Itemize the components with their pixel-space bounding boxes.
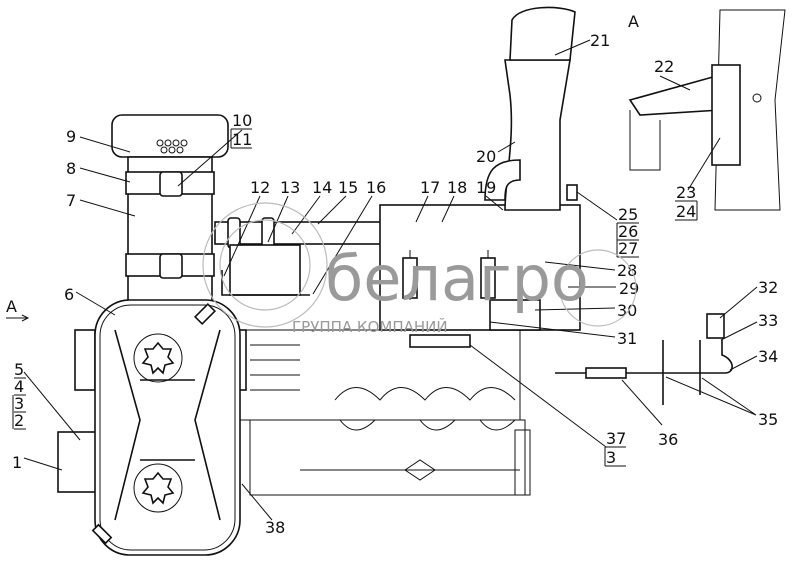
muffler: [379, 204, 581, 348]
filter-housing: [57, 299, 247, 556]
callout-26: 26: [618, 222, 638, 241]
air-filter: [111, 114, 229, 308]
view-arrow: [6, 314, 30, 322]
view-a-detail: [628, 9, 786, 211]
callout-7: 7: [66, 191, 76, 210]
callout-28: 28: [617, 261, 637, 280]
view-marker-detail: A: [628, 12, 639, 31]
callout-29: 29: [619, 279, 639, 298]
callout-33: 33: [758, 311, 778, 330]
callout-20: 20: [476, 147, 496, 166]
callout-4: 4: [14, 377, 24, 396]
sensor-bracket: [555, 313, 733, 405]
callout-17: 17: [420, 178, 440, 197]
callout-25: 25: [618, 205, 638, 224]
callout-15: 15: [338, 178, 358, 197]
callout-34: 34: [758, 347, 778, 366]
callout-11: 11: [232, 130, 252, 149]
callout-2: 2: [14, 411, 24, 430]
callout-21: 21: [590, 31, 610, 50]
watermark-subtitle: ГРУППА КОМПАНИЙ: [292, 317, 448, 336]
callout-27: 27: [618, 239, 638, 258]
watermark-brand: белагро: [325, 242, 589, 315]
callout-38: 38: [265, 518, 285, 537]
callout-35: 35: [758, 410, 778, 429]
callout-12: 12: [250, 178, 270, 197]
callout-3: 3: [14, 394, 24, 413]
callout-10: 10: [232, 111, 252, 130]
callout-5: 5: [14, 360, 24, 379]
callout-31: 31: [617, 329, 637, 348]
engine-block: [239, 329, 531, 496]
callout-32: 32: [758, 278, 778, 297]
callout-36: 36: [658, 430, 678, 449]
callout-19: 19: [476, 178, 496, 197]
callout-1: 1: [12, 453, 22, 472]
callout-24: 24: [676, 202, 696, 221]
callout-37: 37: [606, 429, 626, 448]
callout-6: 6: [64, 285, 74, 304]
callout-30: 30: [617, 301, 637, 320]
callout-8: 8: [66, 159, 76, 178]
callout-16: 16: [366, 178, 386, 197]
callout-22: 22: [654, 57, 674, 76]
callouts: 1 2 3 4 5 6 7 8 9 10 11 12 13 14 15 16 1…: [12, 31, 778, 537]
callout-14: 14: [312, 178, 332, 197]
callout-3-ref: 3: [606, 448, 616, 467]
callout-23: 23: [676, 183, 696, 202]
watermark: белагро ГРУППА КОМПАНИЙ: [202, 202, 637, 336]
callout-18: 18: [447, 178, 467, 197]
leader-lines: [23, 39, 758, 521]
callout-9: 9: [66, 127, 76, 146]
callout-13: 13: [280, 178, 300, 197]
view-marker-left: A: [6, 297, 17, 316]
exhaust-pipe: [484, 6, 578, 211]
